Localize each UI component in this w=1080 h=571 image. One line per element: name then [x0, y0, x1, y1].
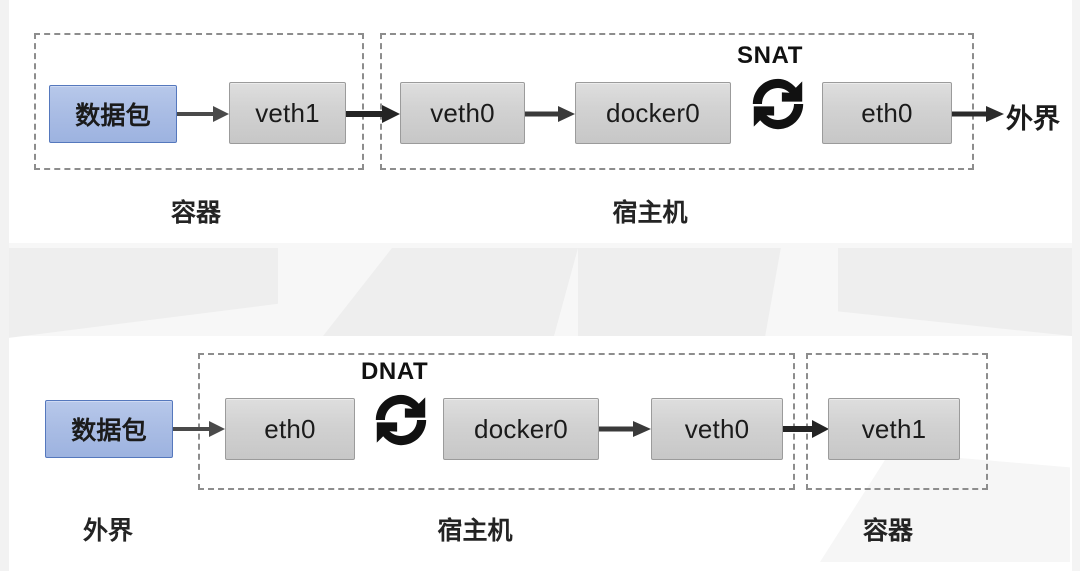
sync-circular-arrows-icon: [370, 388, 432, 452]
arrow-veth1-to-veth0-top: [346, 102, 400, 126]
arrow-packet-to-veth1-top: [177, 102, 229, 126]
node-eth0-bottom: eth0: [225, 398, 355, 460]
node-veth1-bottom: veth1: [828, 398, 960, 460]
label-outside-bottom: 外界: [82, 516, 134, 545]
caption-container-top: 容器: [170, 198, 222, 227]
zone-container-bottom: [806, 353, 988, 490]
dnat-label: DNAT: [361, 358, 429, 385]
arrow-packet-to-eth0-bottom: [173, 417, 225, 441]
node-veth1-top: veth1: [229, 82, 346, 144]
arrow-docker0-to-veth0-bottom: [599, 417, 651, 441]
zone-host-bottom: [198, 353, 795, 490]
node-veth0-top: veth0: [400, 82, 525, 144]
caption-host-bottom: 宿主机: [437, 516, 513, 545]
arrow-eth0-to-outside-top: [952, 102, 1004, 126]
sync-circular-arrows-icon: [747, 72, 809, 136]
background-band-middle: [0, 243, 1080, 336]
canvas-left-edge: [0, 0, 9, 571]
zone-container-top: [34, 33, 364, 170]
caption-host-top: 宿主机: [612, 198, 688, 227]
node-eth0-top: eth0: [822, 82, 952, 144]
canvas-right-edge: [1072, 0, 1080, 571]
label-outside-top: 外界: [1006, 104, 1060, 135]
node-packet-top: 数据包: [49, 85, 177, 143]
node-veth0-bottom: veth0: [651, 398, 783, 460]
arrow-veth0-to-veth1-bottom: [783, 417, 829, 441]
dnat-group: DNAT: [355, 358, 447, 462]
snat-group: SNAT: [731, 42, 821, 146]
zone-host-top: [380, 33, 974, 170]
snat-label: SNAT: [737, 42, 803, 69]
node-packet-bottom: 数据包: [45, 400, 173, 458]
caption-container-bottom: 容器: [862, 516, 914, 545]
node-docker0-bottom: docker0: [443, 398, 599, 460]
node-docker0-top: docker0: [575, 82, 731, 144]
arrow-veth0-to-docker0-top: [525, 102, 575, 126]
